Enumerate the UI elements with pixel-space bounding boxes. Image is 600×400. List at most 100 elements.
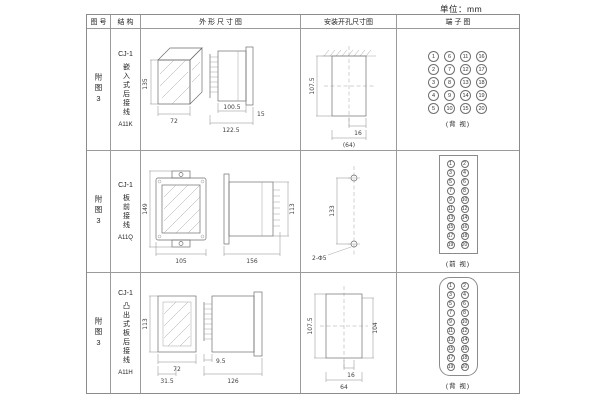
side-view — [203, 291, 262, 357]
terminal-number: 3 — [446, 290, 455, 299]
terminal-number: 12 — [460, 205, 469, 213]
spec-table: 图 号 结 构 外 形 尺 寸 图 安装开孔尺寸图 端 子 图 附图3 CJ-1… — [86, 14, 520, 394]
dim-label: 72 — [170, 118, 178, 125]
code-label: A11H — [118, 370, 133, 376]
terminal-number: 2 — [460, 281, 469, 290]
model-label: CJ-1 — [118, 51, 133, 58]
terminal-number: 20 — [460, 241, 469, 249]
terminal-number: 19 — [446, 241, 455, 249]
terminal-number: 5 — [428, 103, 439, 114]
dim-label: 64 — [340, 384, 348, 391]
terminal-number: 15 — [460, 103, 471, 114]
structure-row1: CJ-1 嵌入式后接线 A11K — [111, 29, 141, 151]
structure-row2: CJ-1 板前接线 A11Q — [111, 151, 141, 273]
figure-no-label: 附图3 — [94, 195, 103, 228]
dim-label: 107.5 — [309, 77, 316, 94]
side-view — [209, 46, 253, 105]
dim-label: (64) — [342, 142, 354, 149]
figure-no-label: 附图3 — [94, 316, 103, 350]
terminal-number: 9 — [446, 317, 455, 326]
model-label: CJ-1 — [118, 182, 133, 189]
terminal-view-label: (背 视) — [445, 121, 471, 128]
front-view — [155, 170, 206, 247]
structure-label: 凸出式板后接线 — [122, 302, 130, 365]
install-hole-drawing: 107.5 16 (64) — [309, 45, 376, 149]
terminal-number: 8 — [444, 77, 455, 88]
dim-label: 104 — [372, 322, 379, 334]
terminal-number: 17 — [446, 232, 455, 240]
terminal-number: 1 — [446, 160, 455, 168]
install-drawing-row2: 133 2-Φ5 — [301, 151, 397, 273]
dim-label: 133 — [329, 205, 336, 217]
structure-label: 板前接线 — [122, 194, 130, 230]
dim-label: 122.5 — [222, 127, 239, 134]
terminal-number: 2 — [428, 64, 439, 75]
figure-no-row1: 附图3 — [87, 29, 111, 151]
model-label: CJ-1 — [118, 290, 133, 297]
terminal-number: 18 — [460, 232, 469, 240]
code-label: A11Q — [118, 235, 133, 241]
terminal-number: 6 — [460, 299, 469, 308]
terminal-number: 17 — [476, 64, 487, 75]
terminal-number: 8 — [460, 308, 469, 317]
terminal-number: 6 — [444, 51, 455, 62]
terminal-number: 5 — [446, 299, 455, 308]
dim-label: 31.5 — [160, 378, 174, 385]
install-hole-drawing: 133 2-Φ5 — [312, 165, 360, 262]
terminal-number: 11 — [446, 205, 455, 213]
terminal-number: 11 — [460, 51, 471, 62]
dim-label: 15 — [257, 111, 265, 118]
hole-spec-label: 2-Φ5 — [312, 255, 327, 262]
dim-label: 105 — [175, 258, 187, 265]
header-figure-no: 图 号 — [87, 15, 111, 29]
outline-drawing-row1: 135 72 100.5 122.5 15 — [141, 29, 301, 151]
dim-label: 126 — [227, 378, 239, 385]
front-view — [157, 295, 196, 353]
terminal-number: 14 — [460, 214, 469, 222]
side-view — [223, 173, 280, 244]
terminal-number: 18 — [476, 77, 487, 88]
header-outline: 外 形 尺 寸 图 — [141, 15, 301, 29]
figure-no-row2: 附图3 — [87, 151, 111, 273]
outline-dimension-drawing: 135 72 100.5 122.5 15 — [142, 46, 265, 134]
terminal-number: 20 — [476, 103, 487, 114]
terminal-number: 10 — [460, 196, 469, 204]
terminal-number: 18 — [460, 353, 469, 362]
terminal-number: 13 — [446, 214, 455, 222]
structure-row3: CJ-1 凸出式板后接线 A11H — [111, 273, 141, 393]
dim-label: 100.5 — [223, 104, 240, 111]
terminal-number: 15 — [446, 223, 455, 231]
terminal-number: 10 — [460, 317, 469, 326]
terminal-number: 8 — [460, 187, 469, 195]
terminal-number: 9 — [444, 90, 455, 101]
outline-dimension-drawing: 113 72 31.5 9.5 126 — [142, 291, 262, 385]
terminal-number: 13 — [446, 335, 455, 344]
terminal-number: 1 — [446, 281, 455, 290]
dim-label: 16 — [347, 372, 355, 379]
terminal-number: 2 — [460, 160, 469, 168]
terminal-number: 14 — [460, 90, 471, 101]
dim-label: 156 — [246, 258, 258, 265]
terminal-number: 11 — [446, 326, 455, 335]
dim-label: 107.5 — [307, 317, 314, 334]
terminal-number: 9 — [446, 196, 455, 204]
dim-label: 113 — [142, 318, 149, 330]
terminal-number: 14 — [460, 335, 469, 344]
terminal-number: 12 — [460, 64, 471, 75]
terminal-number: 3 — [446, 169, 455, 177]
outline-drawing-row2: 149 105 156 113 — [141, 151, 301, 273]
header-structure: 结 构 — [111, 15, 141, 29]
dim-label: 113 — [289, 203, 296, 215]
terminal-number: 15 — [446, 344, 455, 353]
header-terminal: 端 子 图 — [397, 15, 519, 29]
dim-label: 72 — [173, 366, 181, 373]
outline-drawing-row3: 113 72 31.5 9.5 126 — [141, 273, 301, 393]
terminal-number: 3 — [428, 77, 439, 88]
terminal-number: 6 — [460, 178, 469, 186]
terminal-number: 7 — [446, 187, 455, 195]
figure-no-row3: 附图3 — [87, 273, 111, 393]
